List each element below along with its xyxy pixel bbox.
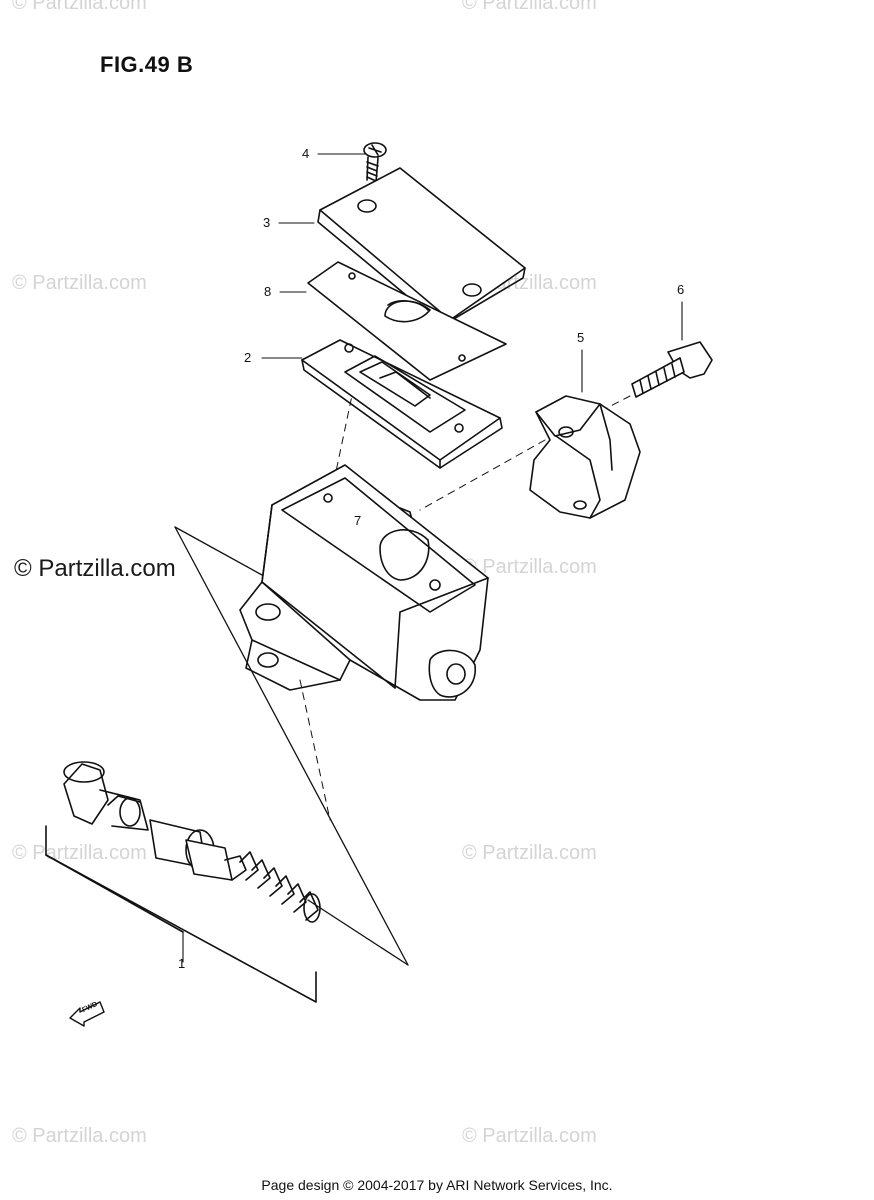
watermark-faint: © Partzilla.com — [462, 556, 597, 578]
watermark-faint: © Partzilla.com — [12, 272, 147, 294]
fwd-arrow-icon — [69, 1001, 105, 1027]
watermark-faint: © Partzilla.com — [462, 1125, 597, 1147]
gasket-plate-part — [301, 339, 503, 469]
bolt-part — [631, 341, 713, 398]
callout-7: 7 — [354, 513, 362, 528]
figure-title: FIG.49 B — [100, 52, 194, 77]
screw-part — [363, 142, 387, 183]
diaphragm-part — [307, 261, 507, 381]
clamp-part — [529, 395, 641, 519]
callout-5: 5 — [577, 330, 585, 345]
master-cylinder-body — [239, 464, 489, 701]
callout-6: 6 — [677, 282, 685, 297]
assembly-bracket-lines — [174, 526, 409, 966]
callout-4: 4 — [302, 146, 310, 161]
watermark-main: © Partzilla.com — [14, 555, 176, 582]
watermark-faint: © Partzilla.com — [462, 842, 597, 864]
watermark-faint: © Partzilla.com — [12, 0, 147, 14]
watermark-faint: © Partzilla.com — [12, 1125, 147, 1147]
watermark-faint: © Partzilla.com — [462, 0, 597, 14]
callout-3: 3 — [263, 215, 271, 230]
piston-assembly-part — [45, 761, 321, 1003]
reservoir-cap-part — [317, 167, 526, 331]
page-footer: Page design © 2004-2017 by ARI Network S… — [261, 1177, 613, 1193]
callout-2: 2 — [244, 350, 252, 365]
callout-1: 1 — [178, 956, 186, 971]
callout-8: 8 — [264, 284, 272, 299]
